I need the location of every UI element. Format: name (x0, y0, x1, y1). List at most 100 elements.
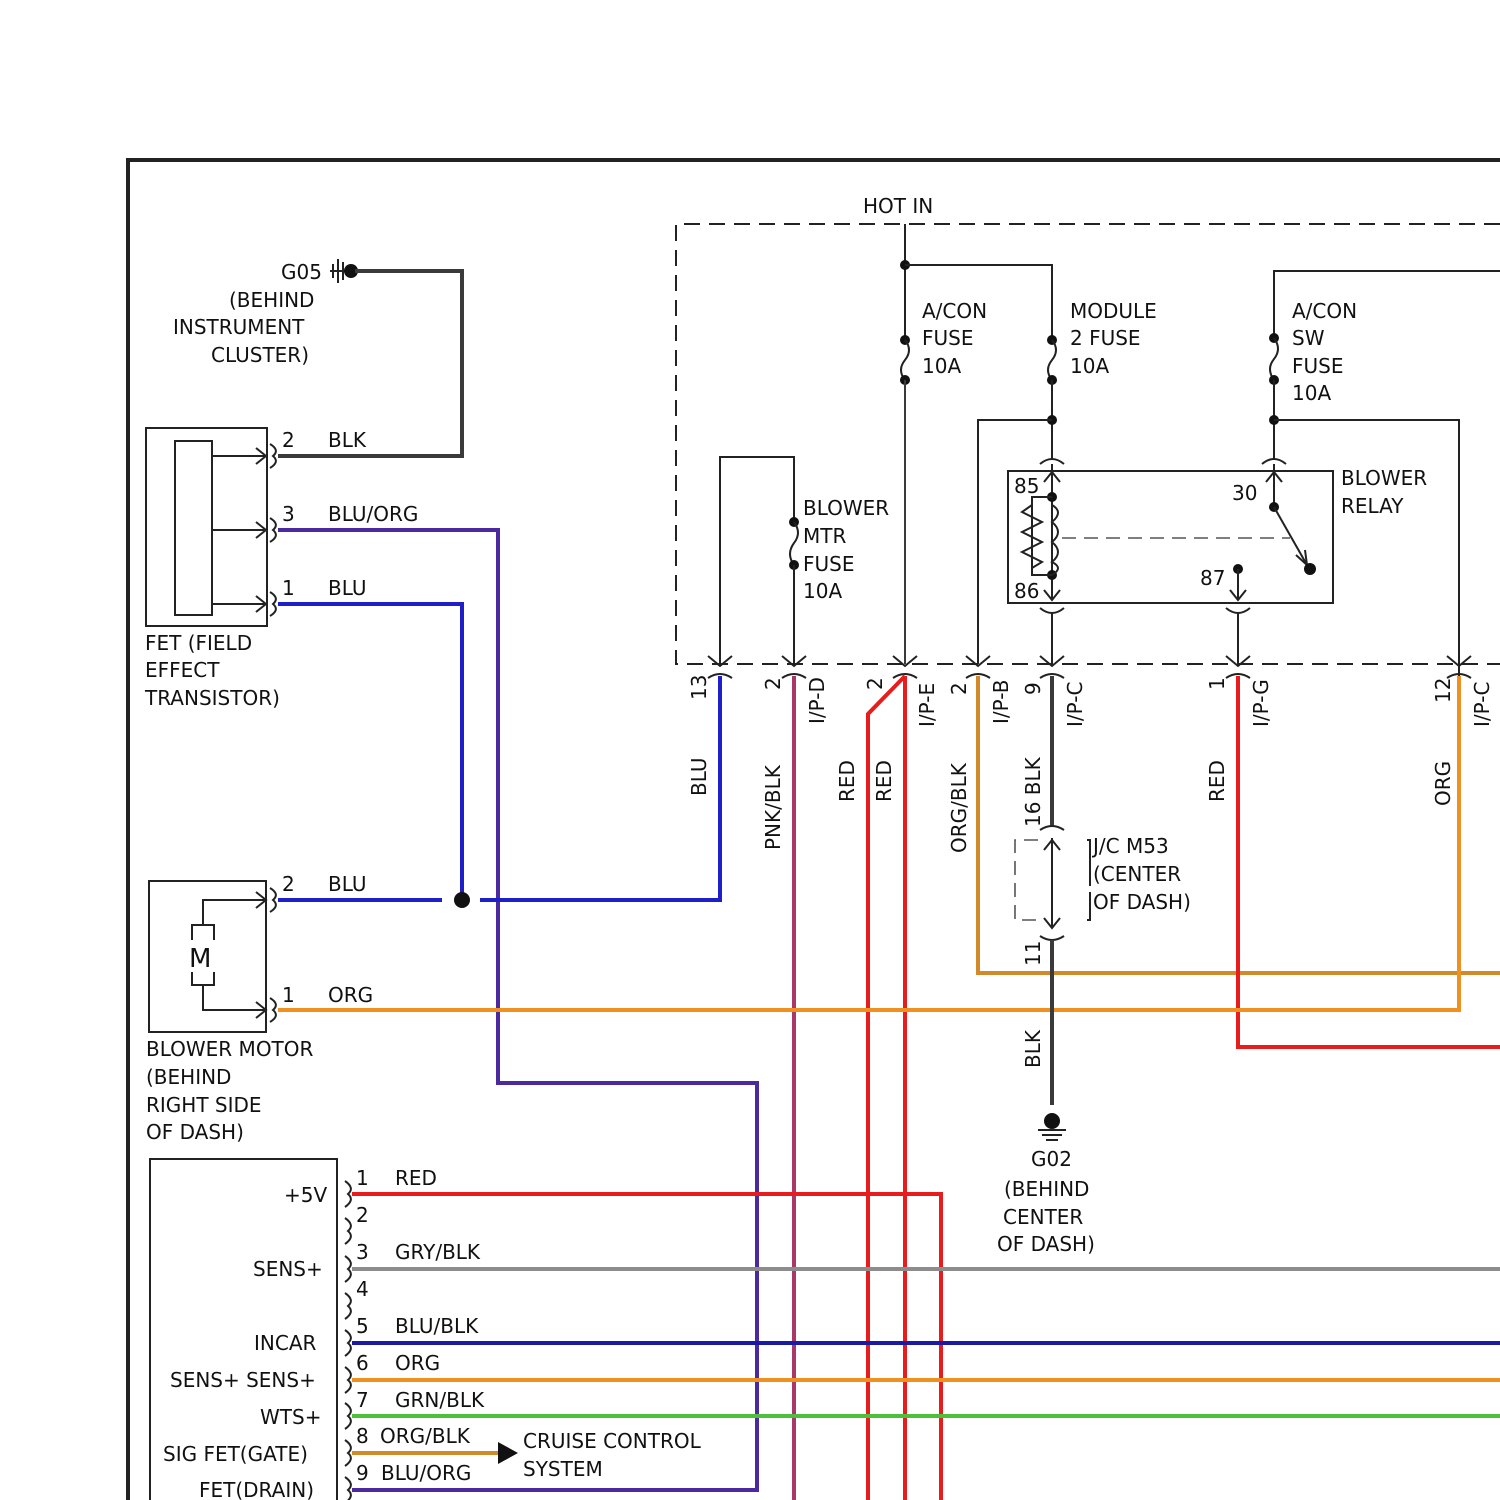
fet-wire-blk: BLK (328, 428, 367, 452)
module-wire-blu-blk: BLU/BLK (395, 1314, 479, 1338)
panel-connectors (708, 656, 1471, 678)
module-label-sens-sens: SENS+ SENS+ (170, 1368, 316, 1392)
module-wire-grn-blk: GRN/BLK (395, 1388, 485, 1412)
relay-pin-85: 85 (1014, 474, 1039, 498)
g05-loc-1: (BEHIND (229, 288, 314, 312)
acon-fuse (900, 335, 910, 385)
module-wire-red: RED (395, 1166, 437, 1190)
conn-ipc2-label: I/P-C (1470, 682, 1494, 727)
conn-ipd-wire: PNK/BLK (761, 764, 785, 850)
g05-loc-2: INSTRUMENT (173, 315, 305, 339)
blower-mtr-fuse-4: 10A (803, 579, 842, 603)
conn-ipb-label: I/P-B (989, 680, 1013, 724)
module-pin-6: 6 (356, 1351, 369, 1375)
conn-ipg-pin: 1 (1205, 677, 1229, 690)
wire-blu-13 (480, 676, 720, 900)
relay-pin-30: 30 (1232, 481, 1257, 505)
module-label-5v: +5V (284, 1183, 327, 1207)
ground-g02-symbol (1038, 1113, 1066, 1140)
conn-ipb-pin: 2 (947, 682, 971, 695)
conn-ipb-wire: ORG/BLK (947, 762, 971, 853)
acon-sw-fuse-2: SW (1292, 326, 1325, 350)
jc-title-1: J/C M53 (1091, 834, 1169, 858)
jc-title-2: (CENTER (1093, 862, 1181, 886)
module-pin-3: 3 (356, 1240, 369, 1264)
blower-relay (1008, 459, 1333, 613)
fet-title-2: EFFECT (145, 658, 220, 682)
acon-sw-fuse-3: FUSE (1292, 354, 1343, 378)
module-label-sens: SENS+ (253, 1257, 323, 1281)
relay-title-2: RELAY (1341, 494, 1404, 518)
jc-wire-blk: BLK (1021, 1029, 1045, 1068)
conn-ipd-pin: 2 (761, 677, 785, 690)
fet-pin-2: 2 (282, 428, 295, 452)
relay-pin-87: 87 (1200, 566, 1225, 590)
conn-13-pin: 13 (687, 675, 711, 700)
fet-wire-blu: BLU (328, 576, 367, 600)
relay-title-1: BLOWER (1341, 466, 1427, 490)
blower-mtr-fuse (789, 517, 799, 570)
wire-fet-blu (278, 604, 462, 900)
conn-ipg-wire: RED (1205, 760, 1229, 802)
module-pin-1: 1 (356, 1166, 369, 1190)
g02-id: G02 (1031, 1147, 1072, 1171)
conn-ipc-wire: 16 BLK (1021, 756, 1045, 827)
junction-m53 (1015, 826, 1090, 940)
cruise-arrow (498, 1442, 518, 1464)
cruise-label-1: CRUISE CONTROL (523, 1429, 702, 1453)
motor-symbol: M (189, 944, 211, 974)
conn-ipc-label: I/P-C (1063, 682, 1087, 727)
module-wire-gry-blk: GRY/BLK (395, 1240, 481, 1264)
acon-sw-fuse-4: 10A (1292, 381, 1331, 405)
module-pin-8: 8 (356, 1424, 369, 1448)
conn-ipe-label: I/P-E (915, 683, 939, 727)
conn-ipc2-pin: 12 (1431, 678, 1455, 703)
g05-id: G05 (281, 260, 322, 284)
motor-title-2: (BEHIND (146, 1065, 231, 1089)
cruise-label-2: SYSTEM (523, 1457, 603, 1481)
g05-loc-3: CLUSTER) (211, 343, 309, 367)
motor-pin-2: 2 (282, 872, 295, 896)
motor-title-1: BLOWER MOTOR (146, 1037, 314, 1061)
conn-ipe-wire-a: RED (835, 760, 859, 802)
acon-fuse-2: FUSE (922, 326, 973, 350)
conn-13-wire: BLU (687, 757, 711, 796)
fet-pin-1: 1 (282, 576, 295, 600)
conn-ipe-pin: 2 (863, 677, 887, 690)
motor-title-4: OF DASH) (146, 1120, 244, 1144)
fet-title-1: FET (FIELD (145, 631, 252, 655)
fet-component (146, 428, 276, 626)
blower-mtr-fuse-1: BLOWER (803, 496, 889, 520)
module-pin-4: 4 (356, 1277, 369, 1301)
g02-loc-3: OF DASH) (997, 1232, 1095, 1256)
module-wire-org: ORG (395, 1351, 440, 1375)
module-label-fet-drain: FET(DRAIN) (199, 1478, 314, 1500)
g02-loc-2: CENTER (1003, 1205, 1083, 1229)
module-pin-7: 7 (356, 1388, 369, 1412)
acon-sw-fuse-1: A/CON (1292, 299, 1357, 323)
module-wire-org-blk: ORG/BLK (380, 1424, 471, 1448)
fet-wire-blu-org: BLU/ORG (328, 502, 418, 526)
module2-fuse-1: MODULE (1070, 299, 1157, 323)
acon-fuse-1: A/CON (922, 299, 987, 323)
conn-ipc2-wire: ORG (1431, 761, 1455, 806)
g02-loc-1: (BEHIND (1004, 1177, 1089, 1201)
fet-title-3: TRANSISTOR) (144, 686, 280, 710)
blower-mtr-fuse-2: MTR (803, 524, 846, 548)
jc-pin-11: 11 (1021, 941, 1045, 966)
conn-ipg-label: I/P-G (1249, 679, 1273, 727)
conn-ipc-pin: 9 (1021, 682, 1045, 695)
module-label-fet-gate: SIG FET(GATE) (163, 1442, 308, 1466)
acon-fuse-3: 10A (922, 354, 961, 378)
module2-fuse (1047, 335, 1057, 385)
motor-wire-blu: BLU (328, 872, 367, 896)
module-pin-5: 5 (356, 1314, 369, 1338)
acon-sw-fuse (1269, 333, 1279, 385)
module2-fuse-2: 2 FUSE (1070, 326, 1141, 350)
relay-pin-86: 86 (1014, 579, 1039, 603)
fuse-panel-outline (676, 224, 1500, 664)
ground-g05 (330, 259, 358, 283)
conn-ipd-label: I/P-D (805, 677, 829, 724)
motor-wire-org: ORG (328, 983, 373, 1007)
